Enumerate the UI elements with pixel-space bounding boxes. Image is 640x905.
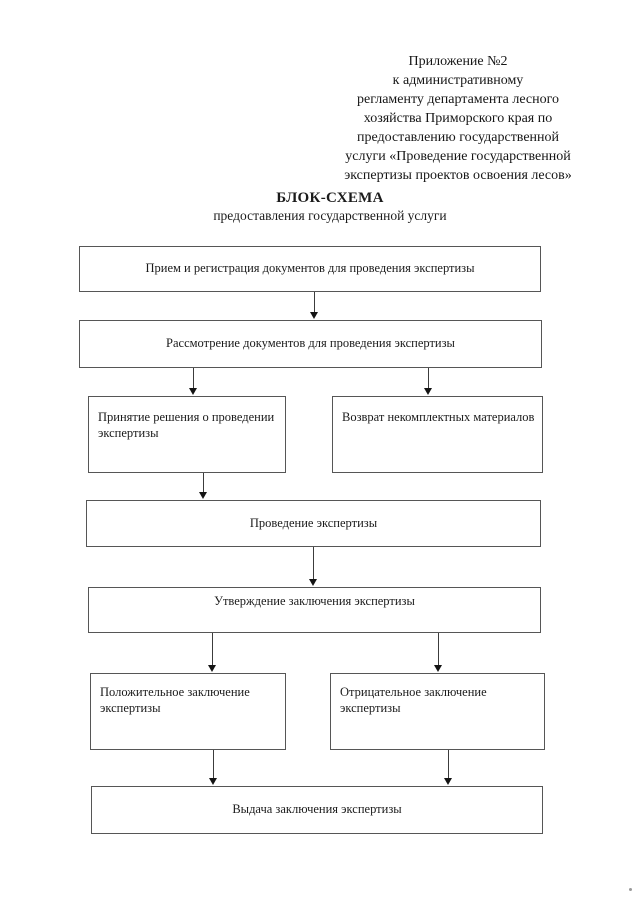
appendix-header: Приложение №2 к административному реглам…: [320, 52, 596, 185]
title-block: БЛОК-СХЕМА предоставления государственно…: [20, 189, 640, 225]
flow-node-approval: Утверждение заключения экспертизы: [88, 587, 541, 633]
flow-node-label: Утверждение заключения экспертизы: [214, 594, 415, 608]
appendix-header-line: экспертизы проектов освоения лесов»: [344, 168, 572, 183]
flow-node-label: Принятие решения о проведении экспертизы: [98, 410, 275, 440]
flow-node-label: Отрицательное заключение экспертизы: [340, 685, 487, 715]
appendix-header-line: услуги «Проведение государственной: [345, 149, 571, 164]
flow-node-review: Рассмотрение документов для проведения э…: [79, 320, 542, 368]
flow-node-reception: Прием и регистрация документов для прове…: [79, 246, 541, 292]
page-subtitle: предоставления государственной услуги: [213, 208, 447, 223]
flow-node-positive-conclusion: Положительное заключение экспертизы: [90, 673, 286, 750]
appendix-header-line: предоставлению государственной: [356, 130, 560, 145]
flow-node-negative-conclusion: Отрицательное заключение экспертизы: [330, 673, 545, 750]
appendix-header-line: хозяйства Приморского края по: [363, 111, 553, 126]
flow-node-label: Выдача заключения экспертизы: [232, 802, 402, 817]
flow-node-label: Возврат некомплектных материалов: [342, 410, 535, 424]
scan-artifact-dot: [629, 888, 632, 891]
flow-node-decision: Принятие решения о проведении экспертизы: [88, 396, 286, 473]
flow-node-issuance: Выдача заключения экспертизы: [91, 786, 543, 834]
flow-node-label: Рассмотрение документов для проведения э…: [166, 336, 455, 351]
page-title: БЛОК-СХЕМА: [276, 190, 384, 206]
appendix-header-line: к административному: [392, 73, 524, 88]
appendix-header-line: Приложение №2: [408, 54, 508, 69]
flow-node-return-materials: Возврат некомплектных материалов: [332, 396, 543, 473]
flow-node-examination: Проведение экспертизы: [86, 500, 541, 547]
appendix-header-line: регламенту департамента лесного: [356, 92, 560, 107]
flow-node-label: Положительное заключение экспертизы: [100, 685, 250, 715]
flow-node-label: Проведение экспертизы: [249, 515, 378, 530]
flow-node-label: Прием и регистрация документов для прове…: [145, 261, 475, 276]
